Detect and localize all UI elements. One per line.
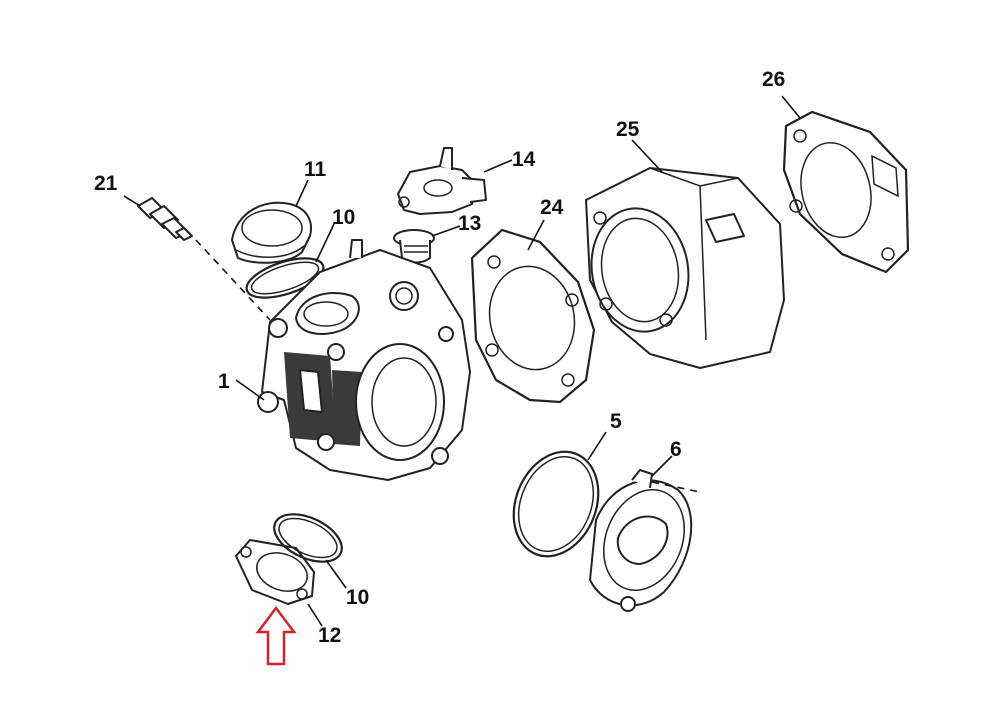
part-12-pump-cover [235, 539, 315, 605]
callout-10-upper: 10 [332, 206, 355, 229]
part-14-water-outlet [397, 147, 487, 215]
dash-line-21 [195, 239, 271, 321]
callout-12: 12 [318, 624, 341, 647]
callout-14: 14 [512, 148, 536, 171]
callout-6: 6 [670, 438, 682, 461]
callout-25: 25 [616, 118, 640, 141]
part-10-o-ring-upper [245, 257, 325, 299]
callout-11: 11 [304, 158, 327, 181]
part-1-cylinder-head [257, 239, 471, 481]
callout-10-lower: 10 [346, 586, 369, 609]
part-26-base-gasket [782, 110, 910, 274]
callout-24: 24 [540, 196, 564, 219]
up-arrow-icon [255, 605, 297, 666]
part-11-cap [231, 201, 312, 264]
dash-line-6 [651, 481, 701, 493]
part-6-side-cover [589, 469, 693, 612]
part-25-cylinder [585, 167, 785, 369]
part-5-o-ring [512, 450, 600, 558]
callout-26: 26 [762, 68, 785, 91]
callout-1: 1 [218, 370, 230, 393]
leader-lines [123, 95, 801, 627]
part-24-head-gasket [470, 228, 596, 404]
part-10-o-ring-lower [273, 513, 343, 563]
part-21-temperature-sensor [137, 197, 193, 241]
callout-5: 5 [610, 410, 622, 433]
callout-21: 21 [94, 172, 118, 195]
callout-13: 13 [458, 212, 481, 235]
